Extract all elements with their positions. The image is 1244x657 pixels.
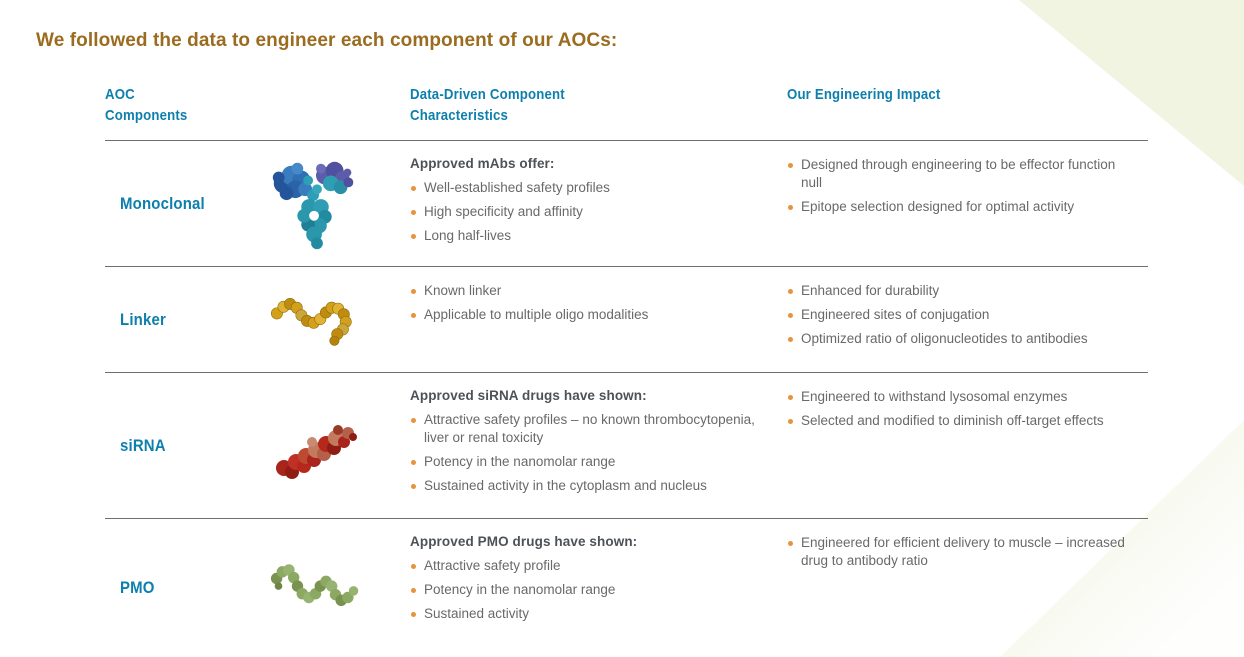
- bullet-icon: [411, 587, 416, 593]
- characteristics-cell: Approved mAbs offer: Well-established sa…: [410, 141, 787, 266]
- list-item: Optimized ratio of oligonucleotides to a…: [787, 330, 1130, 348]
- impact-cell: Designed through engineering to be effec…: [787, 141, 1148, 266]
- table-row-pmo: PMO Approved PMO drugs have shown: Attra…: [105, 518, 1148, 656]
- list-item: Enhanced for durability: [787, 282, 1130, 300]
- bullet-text: Engineered to withstand lysosomal enzyme…: [801, 389, 1068, 404]
- list-item: Sustained activity in the cytoplasm and …: [410, 477, 755, 495]
- list-item: Potency in the nanomolar range: [410, 453, 755, 471]
- bullet-text: Sustained activity: [424, 606, 530, 621]
- bullet-text: Selected and modified to diminish off-ta…: [801, 413, 1104, 428]
- sirna-molecule-icon: [276, 424, 357, 479]
- bullet-text: Potency in the nanomolar range: [424, 454, 616, 469]
- impact-list: Designed through engineering to be effec…: [787, 156, 1130, 216]
- table-row-sirna: siRNA Approved siRNA drugs have shown: A…: [105, 372, 1148, 518]
- characteristics-list: Attractive safety profile Potency in the…: [410, 557, 755, 623]
- characteristics-list: Well-established safety profiles High sp…: [410, 179, 755, 245]
- bullet-icon: [788, 540, 793, 546]
- characteristics-list: Attractive safety profiles – no known th…: [410, 411, 755, 495]
- bullet-icon: [411, 209, 416, 215]
- bullet-text: Designed through engineering to be effec…: [801, 157, 1116, 190]
- characteristics-heading: Approved mAbs offer:: [410, 156, 555, 171]
- list-item: Known linker: [410, 282, 755, 300]
- bullet-icon: [788, 204, 793, 210]
- bullet-icon: [411, 417, 416, 423]
- list-item: Engineered sites of conjugation: [787, 306, 1130, 324]
- column-header-characteristics: Data-Driven Component Characteristics: [410, 86, 565, 124]
- component-label-linker: Linker: [120, 309, 166, 329]
- characteristics-heading: Approved siRNA drugs have shown:: [410, 388, 647, 403]
- table-row-monoclonal: Monoclonal: [105, 140, 1148, 266]
- list-item: Long half-lives: [410, 227, 755, 245]
- list-item: Attractive safety profiles – no known th…: [410, 411, 755, 447]
- bullet-icon: [411, 312, 416, 318]
- bullet-icon: [788, 312, 793, 318]
- list-item: Applicable to multiple oligo modalities: [410, 306, 755, 324]
- bullet-icon: [788, 394, 793, 400]
- bullet-icon: [411, 288, 416, 294]
- bullet-icon: [411, 611, 416, 617]
- list-item: Potency in the nanomolar range: [410, 581, 755, 599]
- bullet-icon: [788, 288, 793, 294]
- list-item: Attractive safety profile: [410, 557, 755, 575]
- impact-cell: Engineered to withstand lysosomal enzyme…: [787, 373, 1148, 518]
- bullet-text: Optimized ratio of oligonucleotides to a…: [801, 331, 1088, 346]
- characteristics-list: Known linker Applicable to multiple olig…: [410, 282, 755, 324]
- bullet-text: Long half-lives: [424, 228, 512, 243]
- antibody-molecule-icon: [272, 161, 354, 249]
- impact-cell: Enhanced for durability Engineered sites…: [787, 267, 1148, 372]
- list-item: Selected and modified to diminish off-ta…: [787, 412, 1130, 430]
- component-label-pmo: PMO: [120, 577, 155, 597]
- column-header-impact: Our Engineering Impact: [787, 86, 941, 103]
- column-header-components: AOC Components: [105, 86, 188, 124]
- list-item: Sustained activity: [410, 605, 755, 623]
- list-item: High specificity and affinity: [410, 203, 755, 221]
- bullet-text: Sustained activity in the cytoplasm and …: [424, 478, 707, 493]
- bullet-icon: [411, 483, 416, 489]
- bullet-icon: [411, 459, 416, 465]
- bullet-icon: [411, 185, 416, 191]
- pmo-molecule-icon: [270, 563, 358, 606]
- table-header-row: AOC Components Data-Driven Component Cha…: [105, 75, 1148, 140]
- characteristics-cell: Approved PMO drugs have shown: Attractiv…: [410, 519, 787, 656]
- impact-list: Engineered for efficient delivery to mus…: [787, 534, 1130, 570]
- bullet-text: Attractive safety profile: [424, 558, 561, 573]
- page-title: We followed the data to engineer each co…: [36, 30, 618, 51]
- list-item: Engineered for efficient delivery to mus…: [787, 534, 1130, 570]
- list-item: Engineered to withstand lysosomal enzyme…: [787, 388, 1130, 406]
- bullet-text: Well-established safety profiles: [424, 180, 610, 195]
- bullet-icon: [788, 162, 793, 168]
- bullet-text: Enhanced for durability: [801, 283, 940, 298]
- aoc-table: AOC Components Data-Driven Component Cha…: [105, 75, 1148, 656]
- bullet-icon: [411, 233, 416, 239]
- component-label-sirna: siRNA: [120, 435, 166, 455]
- list-item: Well-established safety profiles: [410, 179, 755, 197]
- bullet-icon: [788, 418, 793, 424]
- bullet-text: Known linker: [424, 283, 502, 298]
- impact-list: Enhanced for durability Engineered sites…: [787, 282, 1130, 348]
- bullet-text: Attractive safety profiles – no known th…: [424, 412, 755, 445]
- characteristics-heading: Approved PMO drugs have shown:: [410, 534, 638, 549]
- characteristics-cell: Approved siRNA drugs have shown: Attract…: [410, 373, 787, 518]
- column-header-spacer: [250, 75, 410, 140]
- bullet-text: Potency in the nanomolar range: [424, 582, 616, 597]
- impact-list: Engineered to withstand lysosomal enzyme…: [787, 388, 1130, 430]
- bullet-text: Applicable to multiple oligo modalities: [424, 307, 649, 322]
- list-item: Designed through engineering to be effec…: [787, 156, 1130, 192]
- impact-cell: Engineered for efficient delivery to mus…: [787, 519, 1148, 656]
- bullet-text: Engineered for efficient delivery to mus…: [801, 535, 1125, 568]
- bullet-icon: [411, 563, 416, 569]
- linker-molecule-icon: [270, 297, 352, 346]
- bullet-text: Epitope selection designed for optimal a…: [801, 199, 1075, 214]
- list-item: Epitope selection designed for optimal a…: [787, 198, 1130, 216]
- bullet-text: High specificity and affinity: [424, 204, 583, 219]
- characteristics-cell: Known linker Applicable to multiple olig…: [410, 267, 787, 372]
- component-label-monoclonal: Monoclonal: [120, 193, 205, 213]
- table-row-linker: Linker Known lin: [105, 266, 1148, 372]
- bullet-icon: [788, 336, 793, 342]
- bullet-text: Engineered sites of conjugation: [801, 307, 990, 322]
